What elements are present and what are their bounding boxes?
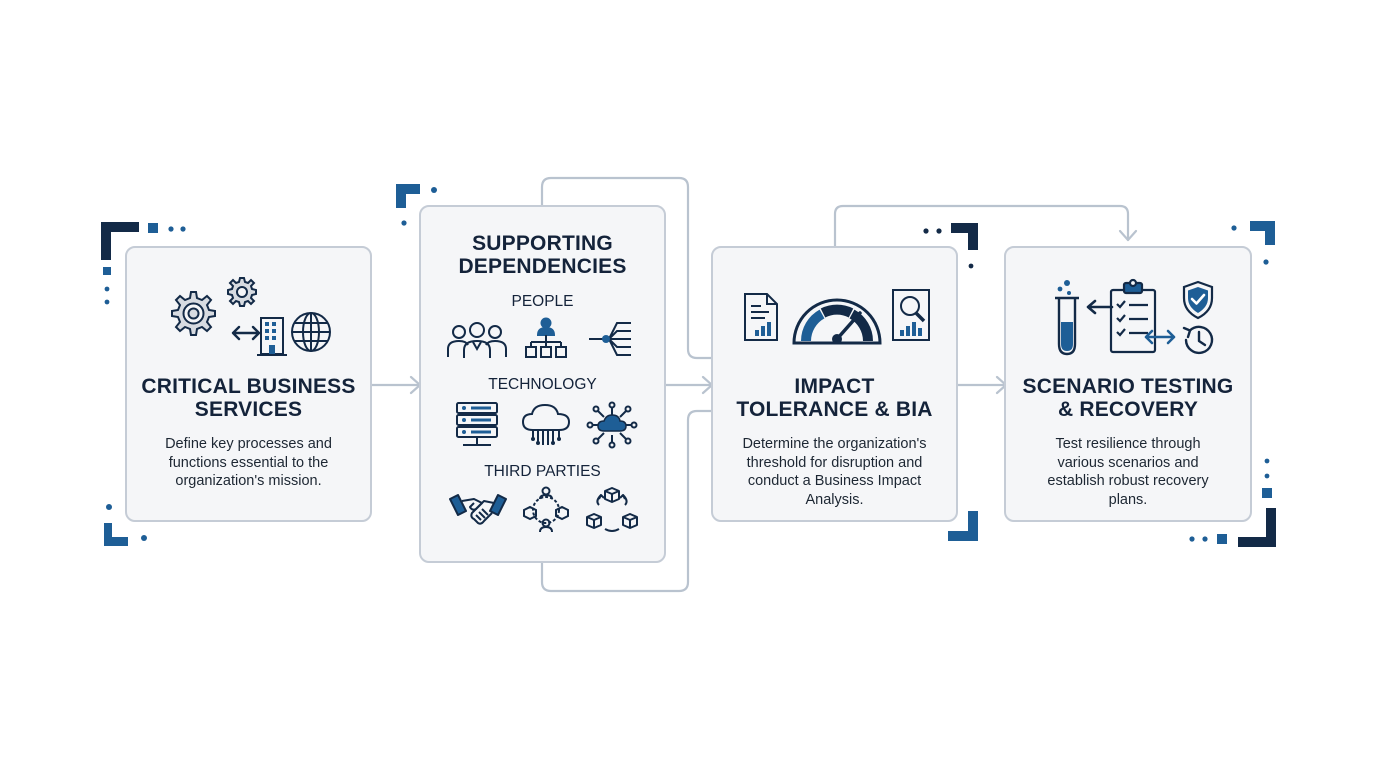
card-title: SUPPORTING DEPENDENCIES (458, 232, 627, 278)
office-building-icon (257, 317, 287, 356)
checklist-clipboard-icon (1109, 278, 1157, 354)
bidirectional-arrow-icon (1144, 329, 1176, 345)
card-impact-tolerance-bia: IMPACT TOLERANCE & BIA Determine the org… (711, 246, 958, 522)
globe-icon (291, 312, 331, 352)
card-description: Test resilience through various scenario… (1047, 436, 1209, 508)
speedometer-gauge-icon (792, 298, 882, 345)
card-title: SCENARIO TESTING & RECOVERY (1022, 375, 1234, 421)
gears-icon (171, 277, 257, 336)
card-description: Determine the organization's threshold f… (742, 436, 927, 508)
team-people-icon (447, 322, 507, 358)
server-rack-icon (456, 402, 498, 446)
decorative-corners (101, 184, 1276, 547)
analysis-magnifier-icon (892, 289, 930, 341)
shield-check-icon (1182, 280, 1214, 320)
org-chart-icon (525, 317, 567, 358)
card-supporting-dependencies: SUPPORTING DEPENDENCIES PEOPLE (419, 205, 666, 563)
supplier-network-icon (523, 486, 569, 533)
test-tube-icon (1055, 280, 1079, 356)
left-arrow-icon (1086, 299, 1114, 315)
bidirectional-arrow-icon (231, 325, 261, 341)
loop-top (540, 176, 714, 360)
card-scenario-testing-recovery: SCENARIO TESTING & RECOVERY Test resilie… (1004, 246, 1252, 522)
network-branch-icon (589, 322, 631, 356)
card-title: CRITICAL BUSINESS SERVICES (141, 375, 356, 421)
history-clock-icon (1182, 325, 1214, 355)
cloud-network-icon (586, 401, 638, 449)
handshake-icon (449, 494, 507, 525)
supply-chain-cycle-icon (586, 487, 638, 532)
loop-bottom (540, 409, 714, 593)
cloud-circuit-icon (521, 403, 571, 445)
card-description: Define key processes and functions essen… (165, 436, 332, 489)
group-label-technology: TECHNOLOGY (488, 376, 597, 393)
group-label-third-parties: THIRD PARTIES (484, 463, 601, 480)
group-label-people: PEOPLE (511, 293, 574, 310)
card-critical-business-services: CRITICAL BUSINESS SERVICES Define key pr… (125, 246, 372, 522)
card-title: IMPACT TOLERANCE & BIA (736, 375, 933, 421)
loop-impact-to-scenario (833, 204, 1130, 248)
report-document-icon (744, 293, 778, 341)
